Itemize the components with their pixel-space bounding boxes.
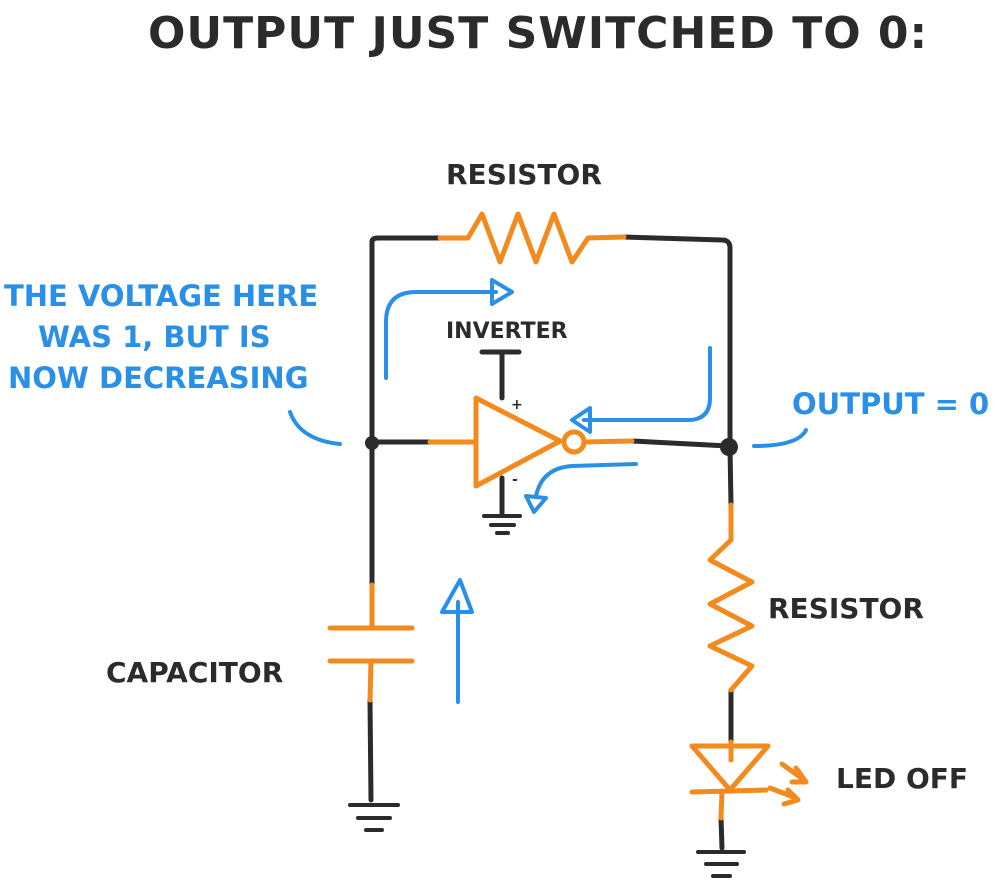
resistor-top-icon [437,211,627,265]
led-light-arrow-2 [767,785,801,807]
wire-capacitor-to-ground [367,697,374,803]
ground-inverter-icon [482,514,522,535]
wire-inverter-to-node [629,438,731,449]
led-icon [689,739,771,821]
capacitor-icon [327,582,415,703]
voltage-note-leader [288,410,342,446]
inverter-bubble-icon [561,429,587,455]
current-arrow-ground [524,462,638,514]
label-resistor-right: RESISTOR [768,592,924,625]
junction-node-right [720,438,738,456]
current-arrow-right [570,346,712,434]
voltage-note-line-1: THE VOLTAGE HERE [4,279,318,313]
label-led: LED OFF [836,762,968,795]
ground-led-icon [696,850,746,878]
wire-top-right [621,234,733,451]
inverter-output-lead [581,438,635,445]
output-note: OUTPUT = 0 [792,387,989,421]
inverter-plus-sign: + [511,397,523,413]
label-resistor-top: RESISTOR [446,158,602,191]
output-note-leader [752,428,808,448]
ground-capacitor-icon [348,803,400,832]
label-inverter: INVERTER [446,319,568,344]
wire-right-to-resistor [727,445,734,508]
junction-node-left [365,436,379,450]
voltage-note-line-2: WAS 1, BUT IS [38,320,271,354]
wire-led-to-ground [718,815,725,851]
label-capacitor: CAPACITOR [106,656,283,689]
inverter-minus-sign: - [512,472,518,488]
led-light-arrow-1 [779,761,809,785]
resistor-right-icon [707,502,755,693]
current-arrow-top [384,278,514,380]
wire-top-left [369,235,443,447]
diagram-title: OUTPUT JUST SWITCHED TO 0: [148,8,928,59]
voltage-note-line-3: NOW DECREASING [8,361,309,395]
current-arrow-capacitor [440,578,474,704]
circuit-wires [367,234,734,851]
wire-inverter-supply [479,349,522,401]
